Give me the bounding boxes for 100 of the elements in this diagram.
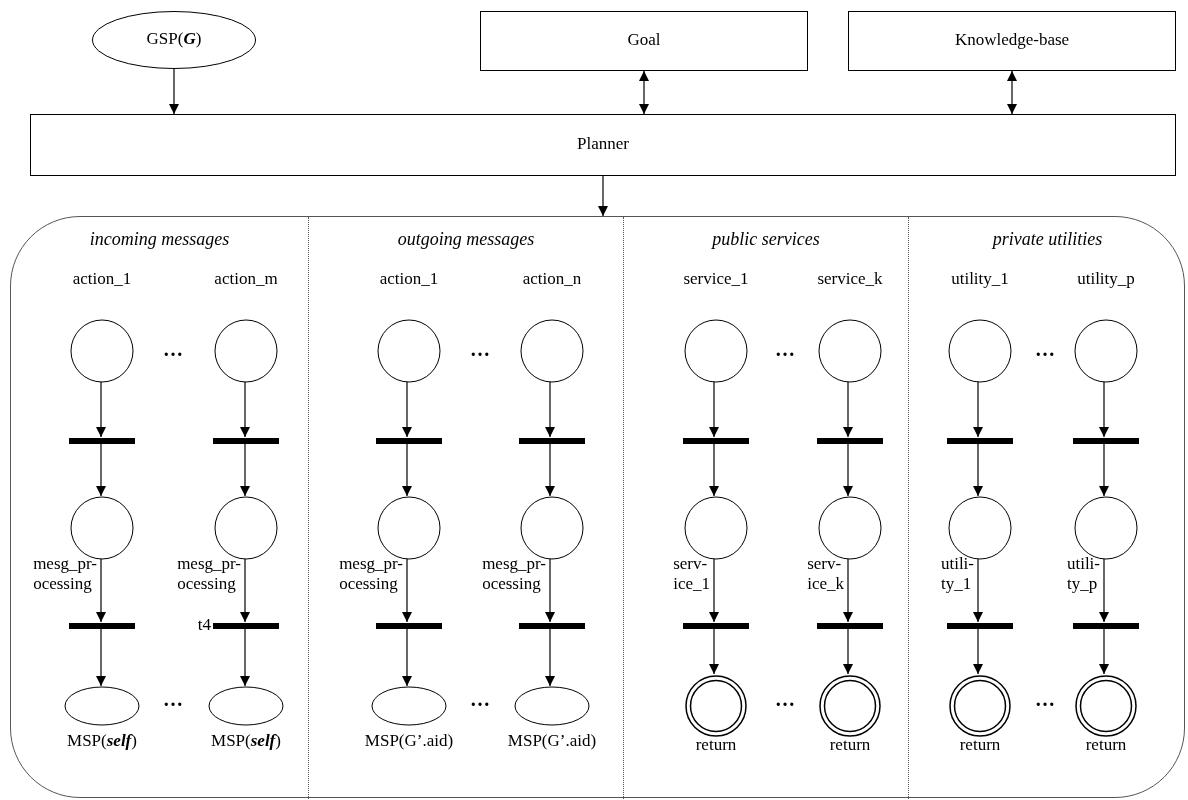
- arrow: [843, 380, 853, 438]
- lane-heading: public services: [710, 229, 821, 250]
- arrow: [96, 557, 106, 623]
- ellipsis-dots: …: [1035, 688, 1055, 712]
- arrow: [843, 442, 853, 497]
- arrow: [240, 627, 250, 687]
- transition-label: t4: [197, 615, 211, 635]
- arrow: [973, 442, 983, 497]
- arrow: [1099, 380, 1109, 438]
- lane-heading: incoming messages: [88, 229, 231, 250]
- place-circle: [949, 497, 1011, 559]
- transition-bar: [947, 438, 1013, 444]
- place-label: MSP(G’.aid): [506, 731, 598, 751]
- place-circle: [1075, 497, 1137, 559]
- transition-bar: [69, 438, 135, 444]
- ellipsis-dots: …: [470, 338, 490, 362]
- arrow: [1007, 70, 1017, 115]
- place-label: return: [694, 735, 738, 755]
- transition-bar: [213, 438, 279, 444]
- node-label: Knowledge-base: [953, 30, 1071, 50]
- arrow: [1099, 442, 1109, 497]
- transition-bar: [817, 623, 883, 629]
- place-label: service_1: [682, 269, 750, 289]
- ellipsis-dots: …: [775, 688, 795, 712]
- arrow: [1099, 557, 1109, 623]
- arrow: [973, 627, 983, 675]
- arrow: [709, 557, 719, 623]
- node-label: GSP(G): [145, 29, 203, 49]
- arrow: [709, 442, 719, 497]
- place-circle: [819, 497, 881, 559]
- place-circle: [215, 497, 277, 559]
- ellipse-node: [92, 11, 256, 69]
- lane-heading: outgoing messages: [396, 229, 536, 250]
- arrow: [545, 380, 555, 438]
- transition-label: mesg_pr- ocessing: [339, 554, 403, 594]
- transition-bar: [519, 623, 585, 629]
- transition-label: utili- ty_p: [1066, 554, 1100, 594]
- place-label: utility_p: [1076, 269, 1136, 289]
- arrow: [402, 442, 412, 497]
- arrow: [402, 380, 412, 438]
- transition-label: mesg_pr- ocessing: [177, 554, 241, 594]
- node-label: Planner: [576, 134, 630, 154]
- arrow: [402, 627, 412, 687]
- process-box: [848, 11, 1176, 71]
- place-label: return: [958, 735, 1002, 755]
- arrow: [639, 70, 649, 115]
- arrow: [1099, 627, 1109, 675]
- node-label: Goal: [626, 30, 662, 50]
- place-label: return: [828, 735, 872, 755]
- arrow: [96, 627, 106, 687]
- arrow: [598, 175, 608, 217]
- rounded-panel: [10, 216, 1185, 798]
- place-circle: [521, 497, 583, 559]
- arrow: [169, 68, 179, 115]
- transition-bar: [213, 623, 279, 629]
- transition-label: utili- ty_1: [940, 554, 974, 594]
- arrow: [240, 557, 250, 623]
- transition-bar: [1073, 438, 1139, 444]
- transition-bar: [947, 623, 1013, 629]
- transition-bar: [376, 438, 442, 444]
- ellipsis-dots: …: [775, 338, 795, 362]
- transition-bar: [69, 623, 135, 629]
- place-label: MSP(G’.aid): [363, 731, 455, 751]
- place-label: action_1: [378, 269, 440, 289]
- transition-label: mesg_pr- ocessing: [482, 554, 546, 594]
- transition-bar: [519, 438, 585, 444]
- arrow: [96, 442, 106, 497]
- arrow: [973, 557, 983, 623]
- arrow: [709, 627, 719, 675]
- arrow: [843, 627, 853, 675]
- ellipsis-dots: …: [163, 338, 183, 362]
- arrow: [545, 442, 555, 497]
- place-label: action_n: [521, 269, 583, 289]
- place-circle: [378, 497, 440, 559]
- process-box: [480, 11, 808, 71]
- ellipsis-dots: …: [1035, 338, 1055, 362]
- arrow: [545, 627, 555, 687]
- transition-label: serv- ice_1: [673, 554, 710, 594]
- transition-bar: [817, 438, 883, 444]
- transition-label: serv- ice_k: [807, 554, 844, 594]
- ellipsis-dots: …: [163, 688, 183, 712]
- arrow: [709, 380, 719, 438]
- transition-label: mesg_pr- ocessing: [33, 554, 97, 594]
- arrow: [402, 557, 412, 623]
- arrow: [545, 557, 555, 623]
- place-label: action_1: [71, 269, 133, 289]
- place-label: utility_1: [950, 269, 1010, 289]
- process-box: [30, 114, 1176, 176]
- place-label: MSP(self): [210, 731, 282, 751]
- place-label: action_m: [213, 269, 279, 289]
- transition-bar: [683, 623, 749, 629]
- transition-bar: [683, 438, 749, 444]
- ellipsis-dots: …: [470, 688, 490, 712]
- place-label: return: [1084, 735, 1128, 755]
- arrow: [240, 442, 250, 497]
- transition-bar: [1073, 623, 1139, 629]
- arrow: [843, 557, 853, 623]
- place-circle: [685, 497, 747, 559]
- lane-heading: private utilities: [991, 229, 1104, 250]
- arrow: [96, 380, 106, 438]
